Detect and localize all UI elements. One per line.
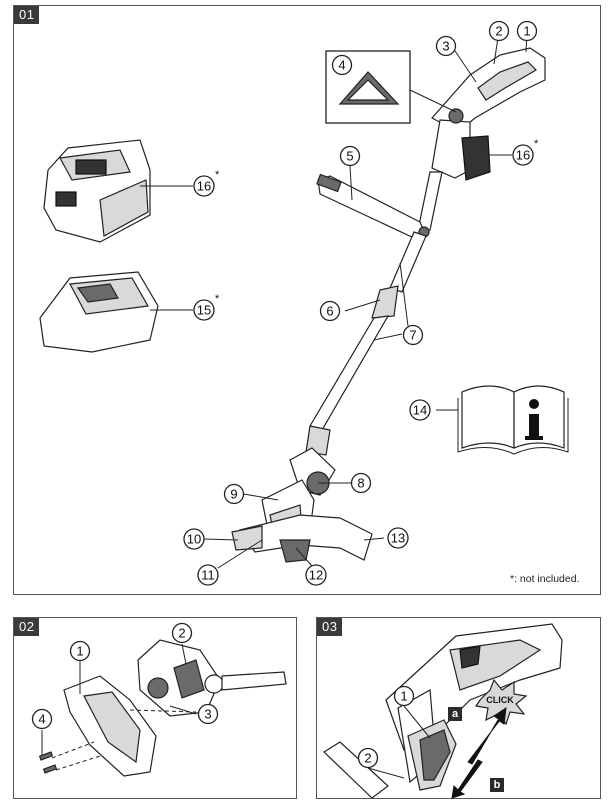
callout: 4 [31,708,53,730]
svg-text:2: 2 [364,751,371,766]
svg-text:12: 12 [309,568,323,583]
svg-text:a: a [452,708,459,720]
callout: 16 [193,175,215,197]
svg-text:3: 3 [442,39,449,54]
callout: 3 [197,703,219,725]
asterisk: * [534,138,539,150]
svg-text:1: 1 [523,24,530,39]
callout: 6 [319,300,341,322]
asterisk: * [215,169,220,181]
callout: 1 [516,20,538,42]
guard-assembly-drawing [38,639,287,777]
svg-text:10: 10 [187,532,201,547]
callout: 4 [331,54,353,76]
charger-drawing [39,271,159,353]
svg-text:16: 16 [197,179,211,194]
svg-text:3: 3 [204,707,211,722]
asterisk: * [215,293,220,305]
panel-tag: 02 [14,618,40,636]
callout: 15 [193,299,215,321]
panel-tag: 01 [14,6,40,24]
info-i-icon [525,399,543,440]
click-text: CLICK [486,695,514,705]
callout: 2 [488,20,510,42]
svg-text:5: 5 [346,149,353,164]
svg-text:b: b [494,779,501,791]
callout: 2 [171,622,193,644]
panel-tag: 03 [317,618,343,636]
trimmer-drawing [231,47,546,563]
svg-text:16: 16 [516,148,530,163]
callout: 12 [305,564,327,586]
svg-text:2: 2 [178,626,185,641]
callout: 7 [402,324,424,346]
callout: 2 [357,747,379,769]
svg-text:7: 7 [409,328,416,343]
callout: 11 [197,564,219,586]
svg-text:6: 6 [326,304,333,319]
svg-text:15: 15 [197,303,211,318]
callout: 13 [387,527,409,549]
battery-insertion-drawing [323,623,563,799]
callout: 14 [409,399,431,421]
callout: 9 [223,483,245,505]
battery-drawing [43,139,151,243]
callout: 3 [435,35,457,57]
callout: 10 [183,528,205,550]
svg-text:1: 1 [76,644,83,659]
panel-02: 02 [13,617,297,799]
callout: 8 [350,472,372,494]
svg-text:11: 11 [201,568,215,583]
click-burst-icon: CLICK [474,678,528,726]
svg-text:8: 8 [357,476,364,491]
step-a-label: a [448,707,462,721]
svg-text:13: 13 [391,531,405,546]
arrow-up-icon [467,706,507,765]
manual-book-icon [457,385,569,455]
callout: 16 [512,144,534,166]
callout: 1 [393,685,415,707]
svg-text:1: 1 [400,689,407,704]
callout: 5 [339,145,361,167]
svg-text:2: 2 [495,24,502,39]
svg-text:4: 4 [338,58,345,73]
footnote: *: not included. [510,573,580,585]
svg-text:4: 4 [38,712,45,727]
svg-text:14: 14 [413,403,427,418]
arrow-down-icon [451,759,483,799]
step-b-label: b [490,778,504,792]
callout: 1 [69,640,91,662]
svg-text:9: 9 [230,487,237,502]
